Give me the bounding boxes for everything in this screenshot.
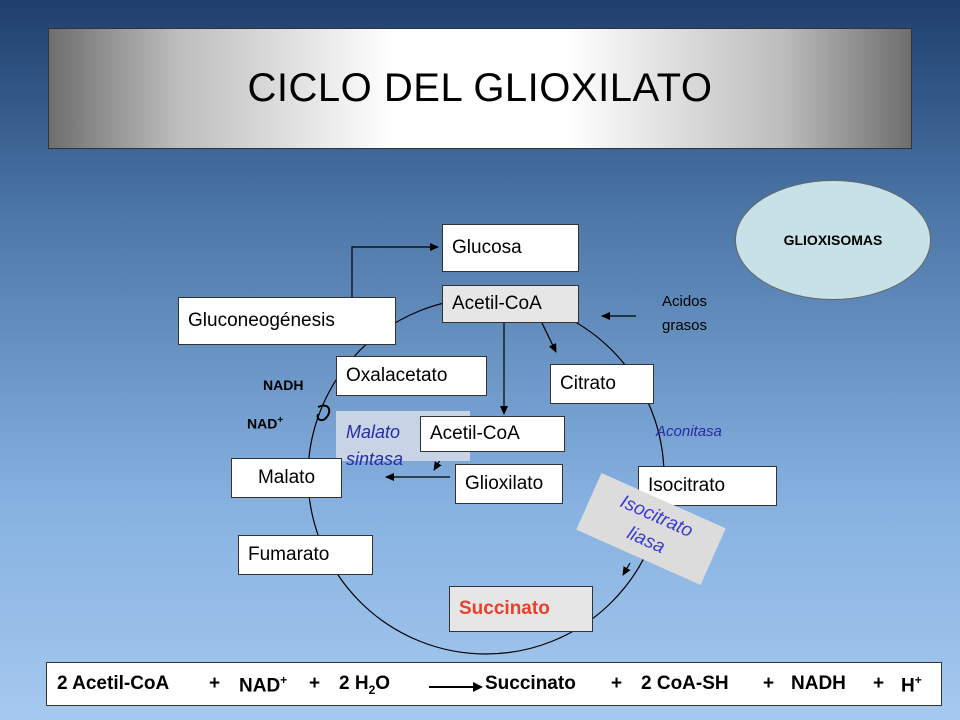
isocitrato-box: Isocitrato [638, 466, 777, 506]
eq-hplus-sup: + [914, 673, 922, 687]
eq-plus-3: + [611, 673, 623, 694]
acetil-coa-mid-box: Acetil-CoA [420, 416, 565, 452]
isocitrato-to-succinato-arrow [622, 562, 631, 576]
eq-nad-sup: + [280, 673, 288, 687]
fumarato-label: Fumarato [248, 544, 330, 565]
eq-product-1: Succinato [485, 673, 576, 694]
nad-sup: + [277, 415, 284, 426]
malato-box: Malato [231, 458, 342, 498]
glioxisomas-ellipse: GLIOXISOMAS [735, 180, 931, 300]
acetil-coa-to-citrato-arrow [541, 322, 557, 353]
eq-reactant-3: 2 H2O [339, 673, 390, 697]
eq-plus-1: + [209, 673, 221, 694]
eq-reactant-1: 2 Acetil-CoA [57, 673, 170, 694]
eq-hplus: H [901, 675, 915, 697]
acetil-coa-top-box: Acetil-CoA [442, 285, 579, 323]
malato-sintasa-line2: sintasa [346, 449, 404, 469]
succinato-label: Succinato [459, 598, 550, 619]
eq-product-2: 2 CoA-SH [641, 673, 729, 694]
overall-equation: 2 Acetil-CoA + NAD+ + 2 H2O Succinato + … [46, 662, 942, 706]
eq-reactant-2: NAD+ [239, 673, 287, 697]
eq-nad: NAD [239, 675, 281, 697]
isocitrato-label: Isocitrato [648, 475, 726, 496]
eq-plus-2: + [309, 673, 321, 694]
glioxilato-box: Glioxilato [455, 464, 563, 504]
gluconeogenesis-to-glucosa-arrow [351, 243, 439, 297]
glioxilato-label: Glioxilato [465, 473, 544, 494]
citrato-box: Citrato [550, 364, 654, 404]
acetil-coa-mid-label: Acetil-CoA [430, 423, 520, 444]
nadh-label: NADH [263, 377, 304, 393]
grasos-line: grasos [662, 317, 708, 334]
citrato-label: Citrato [560, 373, 616, 394]
fumarato-box: Fumarato [238, 535, 373, 575]
eq-product-3: NADH [791, 673, 846, 694]
acidos-line: Acidos [662, 293, 708, 310]
gluconeogenesis-box: Gluconeogénesis [178, 297, 396, 345]
oxalacetato-label: Oxalacetato [346, 365, 448, 386]
glioxisomas-label: GLIOXISOMAS [783, 232, 883, 248]
acetil-coa-top-label: Acetil-CoA [452, 293, 542, 314]
eq-plus-5: + [873, 673, 885, 694]
succinato-box: Succinato [449, 586, 593, 632]
eq-product-4: H+ [901, 673, 922, 697]
page-title: CICLO DEL GLIOXILATO [247, 66, 713, 110]
nad-text: NAD [247, 415, 278, 432]
gluconeogenesis-label: Gluconeogénesis [188, 310, 335, 331]
eq-plus-4: + [763, 673, 775, 694]
aconitasa-enzyme: Aconitasa [656, 423, 722, 440]
nad-nadh-curl [316, 404, 331, 422]
oxalacetato-box: Oxalacetato [336, 356, 487, 396]
eq-arrow [429, 682, 483, 692]
acidos-grasos-label: Acidos grasos [662, 290, 707, 338]
malato-label: Malato [257, 467, 316, 488]
glucosa-label: Glucosa [452, 237, 522, 258]
eq-h-sub: 2 [368, 682, 376, 697]
nad-label: NAD+ [247, 415, 283, 432]
eq-h: 2 H [339, 673, 369, 694]
eq-o: O [375, 673, 391, 694]
malato-sintasa-line1: Malato [346, 422, 401, 442]
glucosa-box: Glucosa [442, 224, 579, 272]
title-bar: CICLO DEL GLIOXILATO [48, 28, 912, 149]
